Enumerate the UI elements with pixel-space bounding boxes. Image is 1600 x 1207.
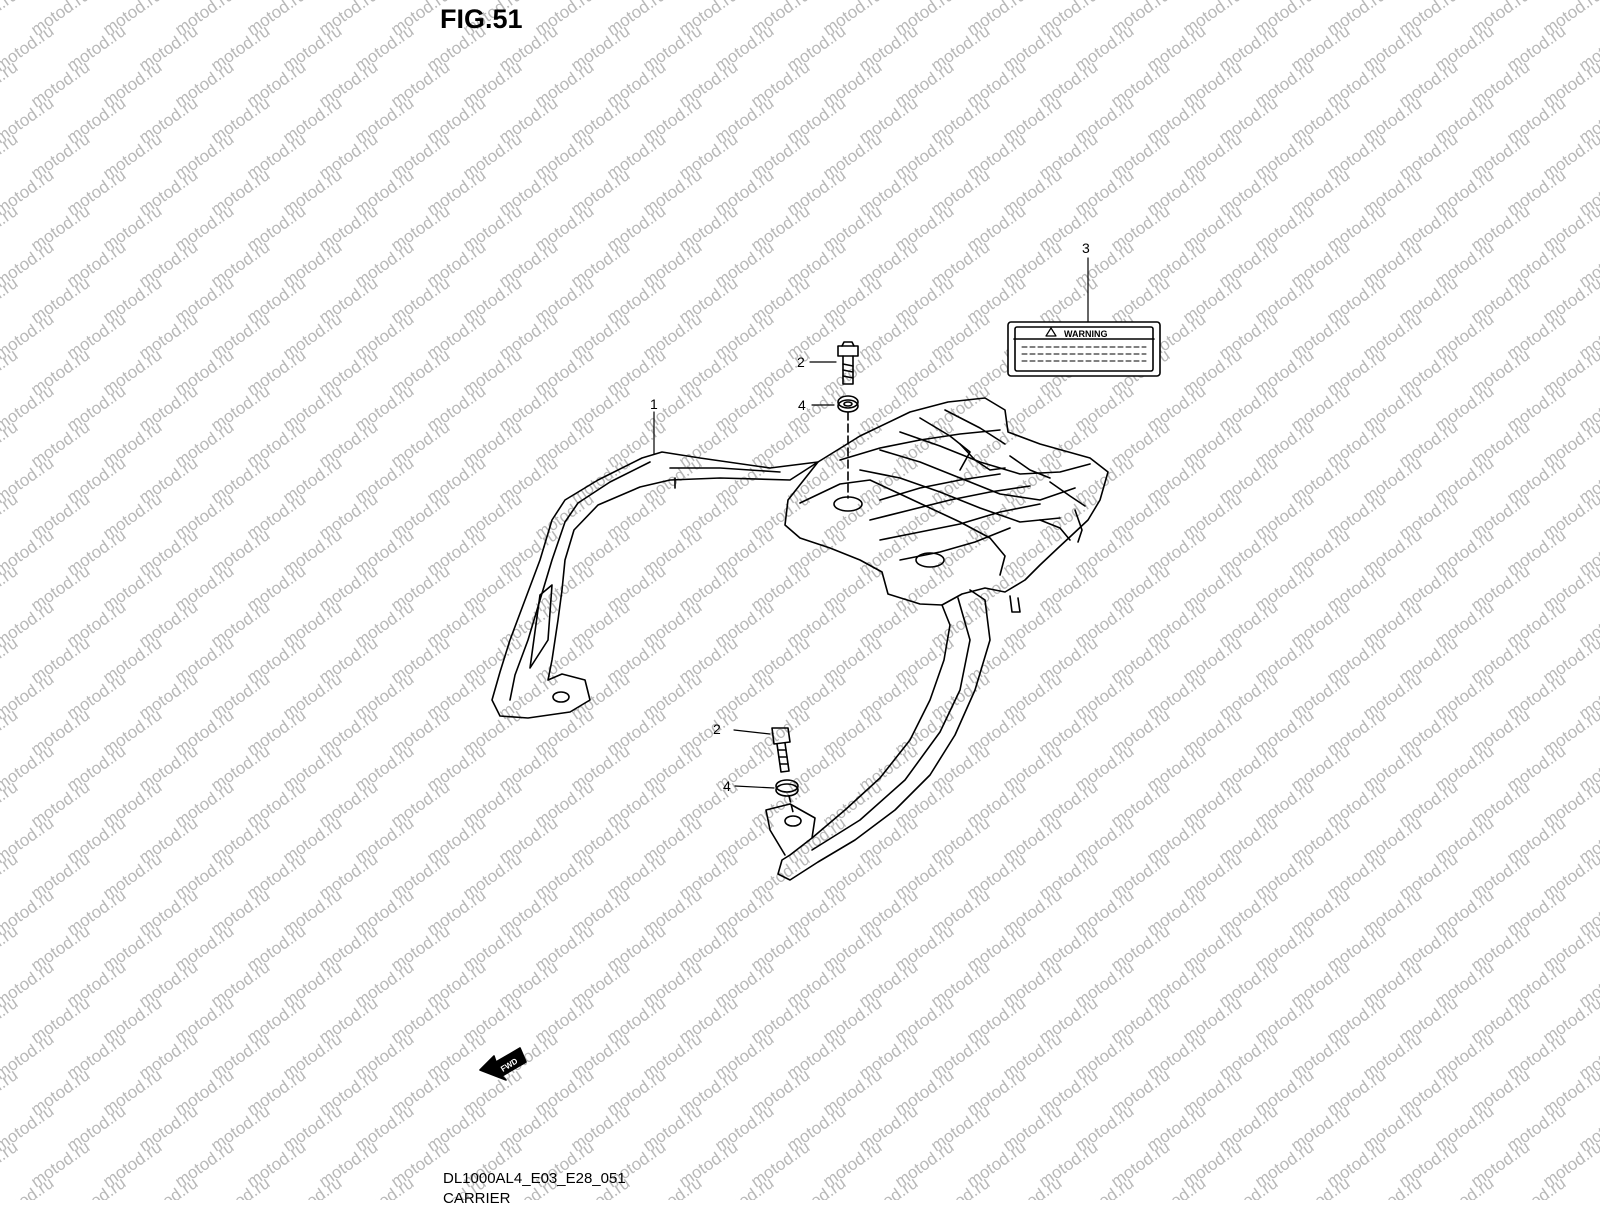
upper-washer bbox=[837, 395, 859, 413]
figure-title: FIG.51 bbox=[440, 4, 523, 34]
upper-bolt bbox=[837, 341, 859, 385]
carrier-rack-platform bbox=[784, 397, 1109, 613]
callout-1: 1 bbox=[650, 396, 658, 412]
figure-code: DL1000AL4_E03_E28_051 bbox=[443, 1170, 626, 1187]
callout-4-lower: 4 bbox=[723, 778, 731, 794]
lower-washer bbox=[775, 779, 799, 797]
callout-3: 3 bbox=[1082, 240, 1090, 256]
fwd-arrow-icon: FWD bbox=[479, 1047, 527, 1081]
warning-label-text: WARNING bbox=[1064, 329, 1108, 339]
callout-4-upper: 4 bbox=[798, 397, 806, 413]
callout-2-lower: 2 bbox=[713, 721, 721, 737]
carrier-mount-hole-top bbox=[833, 496, 863, 512]
carrier-mount-hole-front bbox=[915, 552, 945, 568]
lower-bolt bbox=[771, 727, 791, 773]
carrier-right-mount-hole bbox=[784, 815, 802, 827]
figure-name: CARRIER bbox=[443, 1190, 511, 1207]
lower-bolt-center-line bbox=[788, 795, 794, 813]
callout-2-upper: 2 bbox=[797, 354, 805, 370]
leader-lines bbox=[653, 257, 1089, 789]
carrier-right-arm bbox=[765, 589, 991, 881]
carrier-left-mount-hole bbox=[552, 691, 570, 703]
carrier-left-arm bbox=[491, 451, 819, 719]
warning-label: WARNING bbox=[1007, 321, 1161, 377]
callout-numbers: 1 2 4 3 2 4 bbox=[650, 240, 1090, 794]
